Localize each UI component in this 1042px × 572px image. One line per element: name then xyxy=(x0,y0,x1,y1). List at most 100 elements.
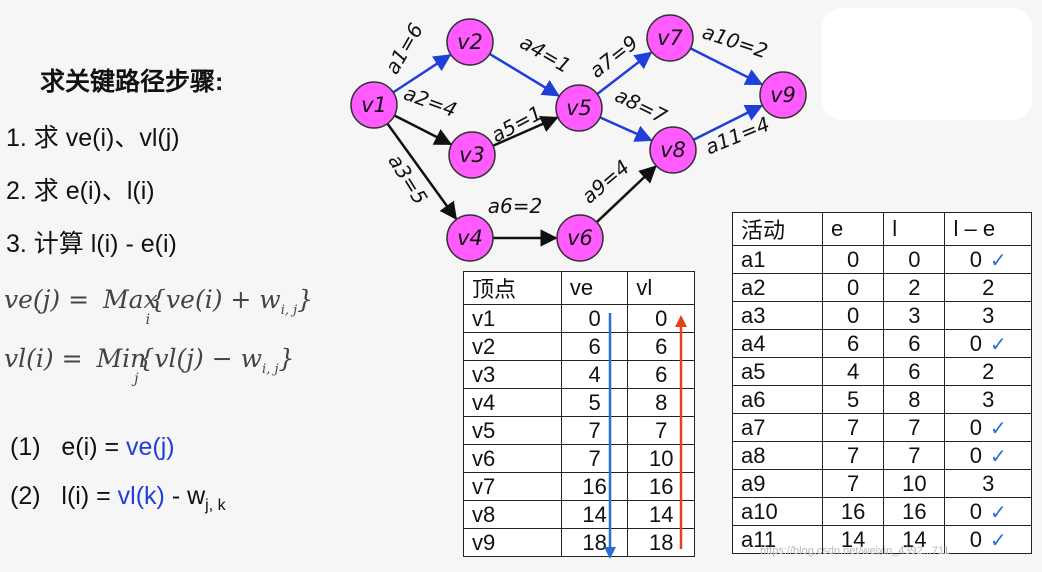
rule-e: (1) e(i) = ve(j) xyxy=(10,433,175,461)
edge-label-a1: a1=6 xyxy=(380,19,428,78)
node-label-v8: v8 xyxy=(660,138,686,162)
node-v1 xyxy=(350,81,398,129)
table-cell: a10 xyxy=(731,497,824,526)
check-icon: ✓ xyxy=(989,445,1007,468)
table-cell: 7 xyxy=(883,413,946,442)
edge-label-a8: a8=7 xyxy=(611,83,671,129)
table-cell: 16 xyxy=(883,497,946,526)
table-cell: 6 xyxy=(822,329,885,358)
table-cell: a3 xyxy=(731,301,824,330)
table-cell: v8 xyxy=(463,500,562,529)
rule-l: (2) l(i) = vl(k) - wj, k xyxy=(10,482,226,514)
edge-label-a4: a4=1 xyxy=(516,30,575,78)
table-cell: 0✓ xyxy=(944,497,1032,526)
edge-label-a9: a9=4 xyxy=(577,155,634,208)
blank-panel xyxy=(822,8,1032,120)
table-cell: 3 xyxy=(944,385,1032,414)
table-cell: v9 xyxy=(463,528,562,557)
table-cell: 7 xyxy=(560,416,629,445)
node-label-v7: v7 xyxy=(657,26,683,50)
table-cell: 0✓ xyxy=(944,441,1032,470)
table-cell: v6 xyxy=(463,444,562,473)
table-cell: 14 xyxy=(627,500,695,529)
table-cell: 16 xyxy=(822,497,885,526)
table-cell: 0✓ xyxy=(944,525,1032,554)
header-cell: l – e xyxy=(944,212,1032,246)
table-cell: 4 xyxy=(822,357,885,386)
table-cell: v5 xyxy=(463,416,562,445)
table-cell: 2 xyxy=(944,273,1032,302)
edge-label-a2: a2=4 xyxy=(401,81,460,122)
ve-arrow-head xyxy=(604,547,616,559)
table-cell: a1 xyxy=(731,245,824,274)
header-cell: 活动 xyxy=(731,212,824,246)
node-v3 xyxy=(448,131,496,179)
table-cell: 3 xyxy=(944,469,1032,498)
table-cell: 0 xyxy=(822,273,885,302)
check-icon: ✓ xyxy=(989,529,1007,552)
table-cell: v2 xyxy=(463,332,562,361)
table-cell: 3 xyxy=(944,301,1032,330)
table-cell: 6 xyxy=(883,357,946,386)
table-cell: 14 xyxy=(883,525,946,554)
table-cell: 10 xyxy=(627,444,695,473)
table-cell: 14 xyxy=(822,525,885,554)
node-v8 xyxy=(649,126,697,174)
edge-v7-v9 xyxy=(689,47,764,86)
header-cell: vl xyxy=(627,271,695,305)
table-cell: a2 xyxy=(731,273,824,302)
edge-label-a5: a5=1 xyxy=(487,100,546,147)
table-cell: a9 xyxy=(731,469,824,498)
node-label-v3: v3 xyxy=(459,143,485,167)
edge-label-a10: a10=2 xyxy=(700,20,771,64)
check-icon: ✓ xyxy=(989,333,1007,356)
table-cell: a6 xyxy=(731,385,824,414)
edge-v1-v2 xyxy=(392,54,452,94)
node-v9 xyxy=(759,71,807,119)
edge-label-a7: a7=9 xyxy=(585,30,643,82)
node-label-v2: v2 xyxy=(457,30,483,54)
edge-label-a6: a6=2 xyxy=(488,194,542,218)
step-3: 3. 计算 l(i) - e(i) xyxy=(6,230,177,258)
table-cell: 18 xyxy=(627,528,695,557)
table-cell: 6 xyxy=(560,332,629,361)
table-cell: v1 xyxy=(463,304,562,333)
formula-vl: vl(i) = Minj{vl(j) − wi, j} xyxy=(4,344,295,387)
table-cell: a5 xyxy=(731,357,824,386)
table-cell: 7 xyxy=(822,413,885,442)
table-cell: 0 xyxy=(822,245,885,274)
node-label-v4: v4 xyxy=(457,226,483,250)
table-cell: a4 xyxy=(731,329,824,358)
table-cell: 2 xyxy=(883,273,946,302)
edge-v3-v5 xyxy=(492,115,559,147)
ve-vl-arrows xyxy=(604,313,687,559)
node-v2 xyxy=(446,18,494,66)
table-cell: 16 xyxy=(560,472,629,501)
table-cell: 6 xyxy=(883,329,946,358)
table-cell: 8 xyxy=(883,385,946,414)
check-icon: ✓ xyxy=(989,501,1007,524)
edge-v8-v9 xyxy=(693,104,764,141)
node-label-v9: v9 xyxy=(770,83,796,107)
table-cell: 6 xyxy=(627,332,695,361)
table-cell: 8 xyxy=(627,388,695,417)
edge-v1-v4 xyxy=(386,122,457,220)
edge-v6-v8 xyxy=(595,165,657,224)
edge-v5-v8 xyxy=(599,116,653,142)
node-v7 xyxy=(646,14,694,62)
check-icon: ✓ xyxy=(989,249,1007,272)
table-cell: 4 xyxy=(560,360,629,389)
node-label-v1: v1 xyxy=(361,93,387,117)
page-title: 求关键路径步骤: xyxy=(40,68,224,96)
